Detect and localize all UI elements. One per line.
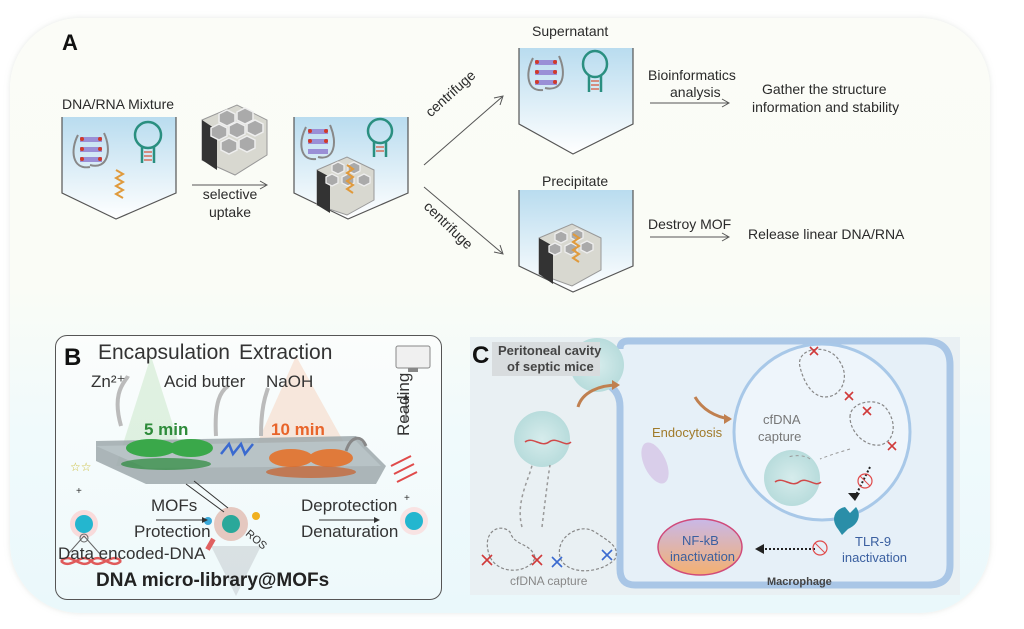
- g-quadruplex-icon: [72, 132, 109, 169]
- uptake-label-2: uptake: [208, 204, 252, 220]
- destroy-arrow: [650, 232, 731, 242]
- cfdna-capture-inner-1: cfDNA: [763, 412, 801, 427]
- panel-a-letter: A: [62, 30, 78, 55]
- centrifuge-arrows: [423, 95, 504, 255]
- nfkb-label-1: NF-kB: [682, 533, 719, 548]
- mof-sphere-outer: [514, 411, 570, 467]
- panel-c-letter: C: [472, 342, 490, 369]
- supernatant-label: Supernatant: [532, 23, 609, 39]
- tlr9-label-1: TLR-9: [855, 534, 892, 549]
- g-quadruplex-icon: [527, 55, 564, 92]
- endocytosis-label: Endocytosis: [652, 425, 723, 440]
- mof-mixture-tube: [293, 117, 409, 220]
- septic-header-line2: of septic mice: [507, 359, 594, 374]
- microfluidic-chip-illustration: + ☆☆ +: [60, 345, 431, 596]
- orange-time-label: 10 min: [271, 420, 325, 439]
- acid-buffer-label: Acid butter: [164, 372, 246, 391]
- micro-library-footer: DNA micro-library@MOFs: [96, 570, 330, 591]
- hairpin-icon: [581, 49, 609, 92]
- mof-with-dna-icon: [538, 223, 602, 287]
- denaturation-label: Denaturation: [301, 522, 399, 541]
- bacterium-icon: [641, 442, 669, 484]
- linear-dna-icon: [113, 169, 126, 199]
- g-quadruplex-icon: [300, 124, 335, 161]
- mof-particle-icon: [204, 507, 260, 551]
- mofs-label: MOFs: [151, 496, 198, 515]
- supernatant-tube: [518, 48, 634, 155]
- bioinfo-arrow: [650, 98, 731, 108]
- released-nanoparticle-icon: [400, 507, 428, 535]
- nucleus: [657, 518, 743, 576]
- macrophage-label: Macrophage: [767, 576, 832, 588]
- gather-label-2: information and stability: [752, 99, 900, 115]
- naoh-label: NaOH: [266, 372, 314, 391]
- mof-with-dna-icon: [316, 156, 375, 216]
- septic-mice-header-box: [492, 342, 600, 376]
- uptake-label-1: selective: [202, 186, 258, 202]
- extraction-label: Extraction: [239, 341, 333, 364]
- green-time-label: 5 min: [144, 420, 189, 439]
- dna-nanoparticle-icon: [70, 510, 98, 538]
- svg-text:+: +: [404, 493, 410, 504]
- mof-sphere-endosome: [764, 450, 820, 506]
- hairpin-icon: [133, 120, 163, 163]
- deprotection-label: Deprotection: [301, 496, 398, 515]
- mixture-tube: [61, 117, 177, 220]
- zinc-label: Zn²⁺: [91, 372, 126, 391]
- svg-text:+: +: [76, 486, 82, 497]
- double-helix-icon: [60, 556, 122, 566]
- bioinfo-label-2: analysis: [670, 84, 721, 100]
- nfkb-label-2: inactivation: [670, 549, 736, 564]
- panel-b: + ☆☆ + B Encapsulation E: [55, 335, 442, 600]
- uptake-arrow: [192, 180, 269, 190]
- cfdna-capture-outer: cfDNA capture: [510, 574, 588, 588]
- hairpin-icon: [366, 117, 394, 157]
- chromatin-left: [486, 527, 536, 571]
- release-label: Release linear DNA/RNA: [748, 226, 905, 242]
- cfdna-capture-inner-2: capture: [758, 429, 802, 444]
- protection-label: Protection: [134, 522, 211, 541]
- mof-crystal-icon: [201, 104, 268, 176]
- septic-header-line1: Peritoneal cavity: [498, 343, 602, 358]
- precipitate-tube: [518, 190, 634, 293]
- data-dna-label: Data encoded-DNA: [58, 544, 206, 563]
- tlr9-label-2: inactivation: [842, 550, 908, 565]
- mixture-label: DNA/RNA Mixture: [62, 96, 175, 112]
- reading-label: Reading: [394, 372, 413, 436]
- bioinfo-label-1: Bioinformatics: [648, 67, 736, 83]
- encapsulation-label: Encapsulation: [98, 341, 230, 364]
- svg-text:☆☆: ☆☆: [70, 460, 92, 474]
- chromatin-right: [558, 528, 617, 572]
- gather-label-1: Gather the structure: [762, 81, 887, 97]
- panel-b-letter: B: [64, 344, 82, 371]
- precipitate-label: Precipitate: [542, 173, 609, 189]
- panel-c: C Peritoneal cavity of septic mice Endoc…: [470, 337, 960, 595]
- tlr9-receptor-icon: [834, 507, 859, 535]
- septic-mice-illustration: [481, 337, 954, 589]
- destroy-mof-label: Destroy MOF: [648, 216, 732, 232]
